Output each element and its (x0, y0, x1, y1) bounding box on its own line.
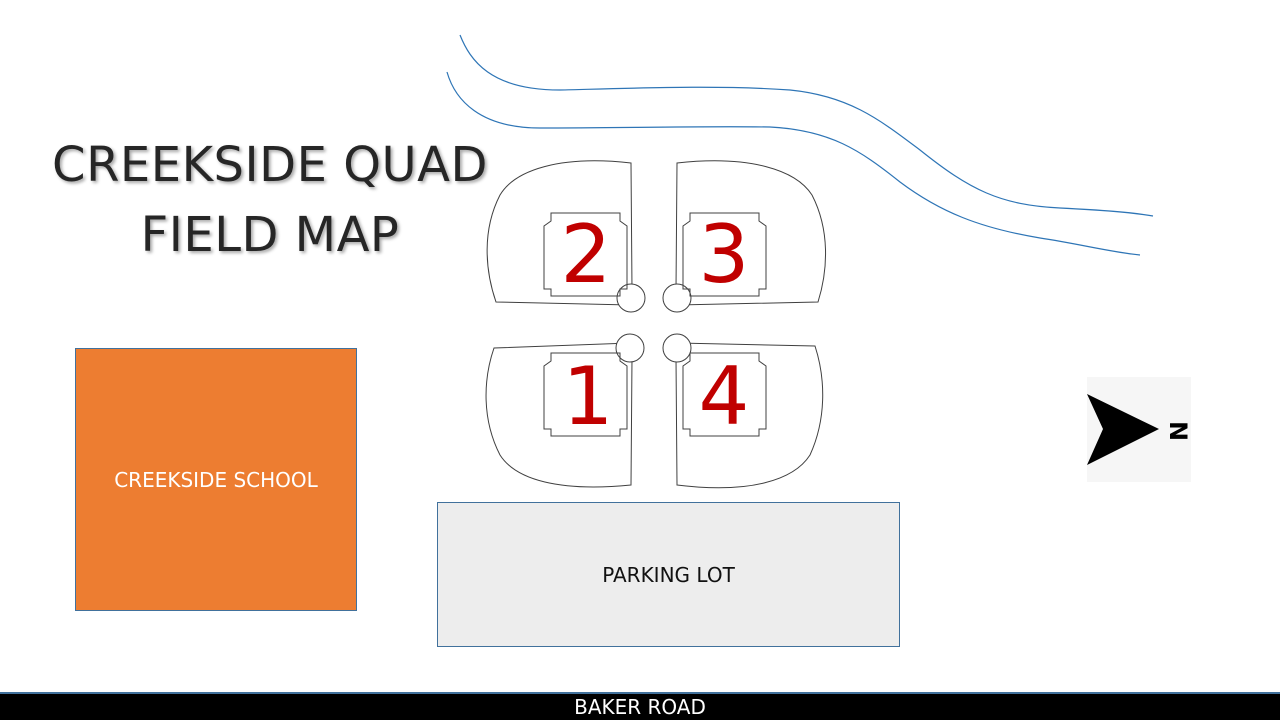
creekside-school-label: CREEKSIDE SCHOOL (114, 467, 318, 492)
map-title: CREEKSIDE QUAD FIELD MAP (40, 130, 500, 270)
field-3-infield (682, 212, 767, 297)
field-3[interactable]: 3 (662, 160, 827, 313)
field-1-home-plate (615, 333, 645, 363)
parking-lot-label: PARKING LOT (602, 562, 735, 587)
field-2-infield (543, 212, 628, 297)
north-letter: N (1164, 420, 1192, 442)
creek-bank-upper (459, 34, 1154, 217)
creek-bank-lower (446, 71, 1141, 256)
field-1-infield (543, 352, 628, 437)
baker-road: BAKER ROAD (0, 692, 1280, 720)
field-2-number: 2 (561, 208, 612, 301)
north-arrow-icon (1087, 394, 1159, 465)
creekside-school: CREEKSIDE SCHOOL (75, 348, 357, 611)
parking-lot: PARKING LOT (437, 502, 900, 647)
field-1-number: 1 (563, 350, 614, 443)
field-4-number: 4 (699, 350, 750, 443)
field-4[interactable]: 4 (662, 333, 824, 489)
field-3-home-plate (662, 283, 692, 313)
field-4-infield (682, 352, 767, 437)
map-title-line-2: FIELD MAP (140, 207, 400, 263)
field-4-home-plate (662, 333, 692, 363)
field-2-home-plate (616, 283, 646, 313)
north-arrow (1087, 377, 1191, 482)
field-2[interactable]: 2 (486, 160, 646, 313)
field-3-number: 3 (699, 208, 750, 301)
baker-road-label: BAKER ROAD (574, 695, 706, 719)
map-title-line-1: CREEKSIDE QUAD (52, 137, 488, 193)
field-1[interactable]: 1 (485, 333, 645, 488)
